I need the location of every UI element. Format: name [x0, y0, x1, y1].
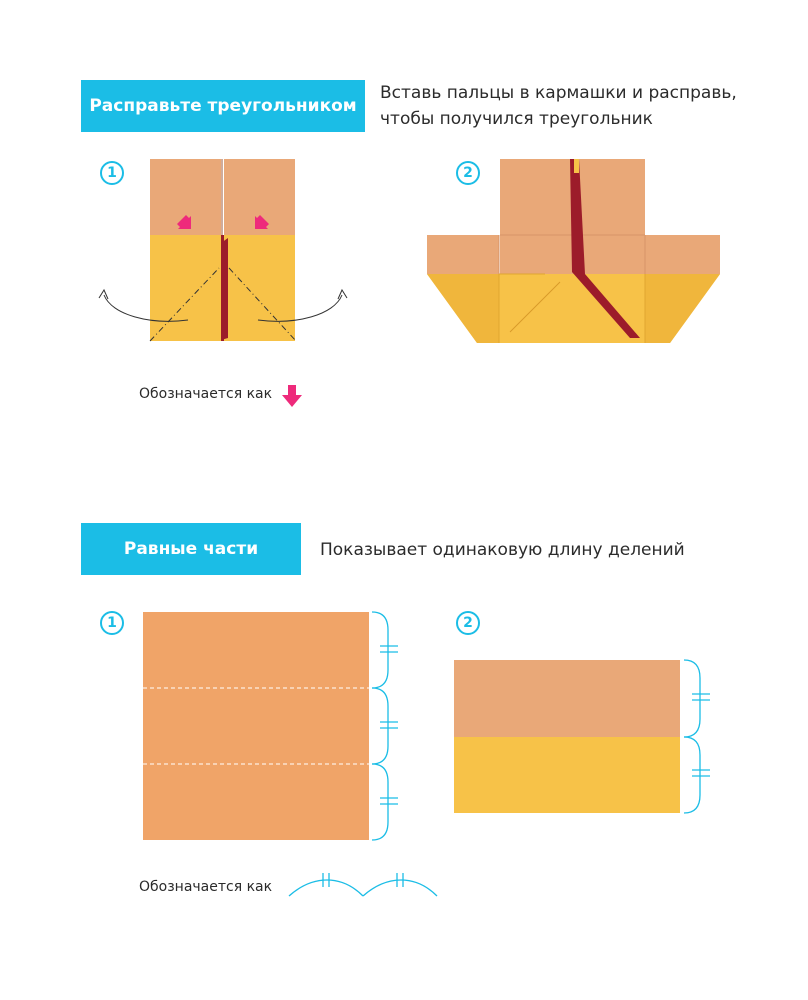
section1-legend-text: Обозначается как	[139, 386, 273, 402]
section2-description: Показывает одинаковую длину делений	[320, 540, 685, 560]
red-fold-slit	[570, 159, 640, 338]
curved-arrow-left	[103, 294, 189, 322]
section1-badge: Расправьте треугольником	[81, 80, 365, 132]
left-panel-top	[150, 159, 221, 235]
section1-legend: Обозначается как	[139, 386, 272, 402]
equal-parts-legend-icon	[288, 873, 438, 897]
center-fold-gap	[221, 235, 224, 341]
right-panel-bottom	[224, 235, 295, 341]
equal-parts-brace-icon	[683, 659, 710, 814]
pink-arrow-right-icon	[255, 215, 269, 229]
section2-legend-text: Обозначается как	[139, 879, 273, 895]
section2-step1-number: 1	[100, 611, 124, 635]
section1-description-line1: Вставь пальцы в кармашки и расправь,	[380, 83, 737, 103]
right-panel-top	[224, 159, 295, 235]
section1-step2-number: 2	[456, 161, 480, 185]
pink-down-arrow-icon	[282, 385, 302, 407]
fold-line-right	[228, 267, 297, 342]
section1-step1-number: 1	[100, 161, 124, 185]
section2-step2-number: 2	[456, 611, 480, 635]
equal-parts-brace-icon	[371, 611, 398, 841]
curved-arrow-right	[257, 294, 343, 322]
section1-description-line2: чтобы получился треугольник	[380, 109, 653, 129]
section1-description: Вставь пальцы в кармашки и расправь, что…	[380, 80, 800, 132]
fold-line-left	[149, 267, 220, 342]
section2-badge: Равные части	[81, 523, 301, 575]
pink-arrow-left-icon	[177, 215, 191, 229]
left-panel-bottom	[150, 235, 221, 341]
section2-legend: Обозначается как	[139, 879, 272, 895]
